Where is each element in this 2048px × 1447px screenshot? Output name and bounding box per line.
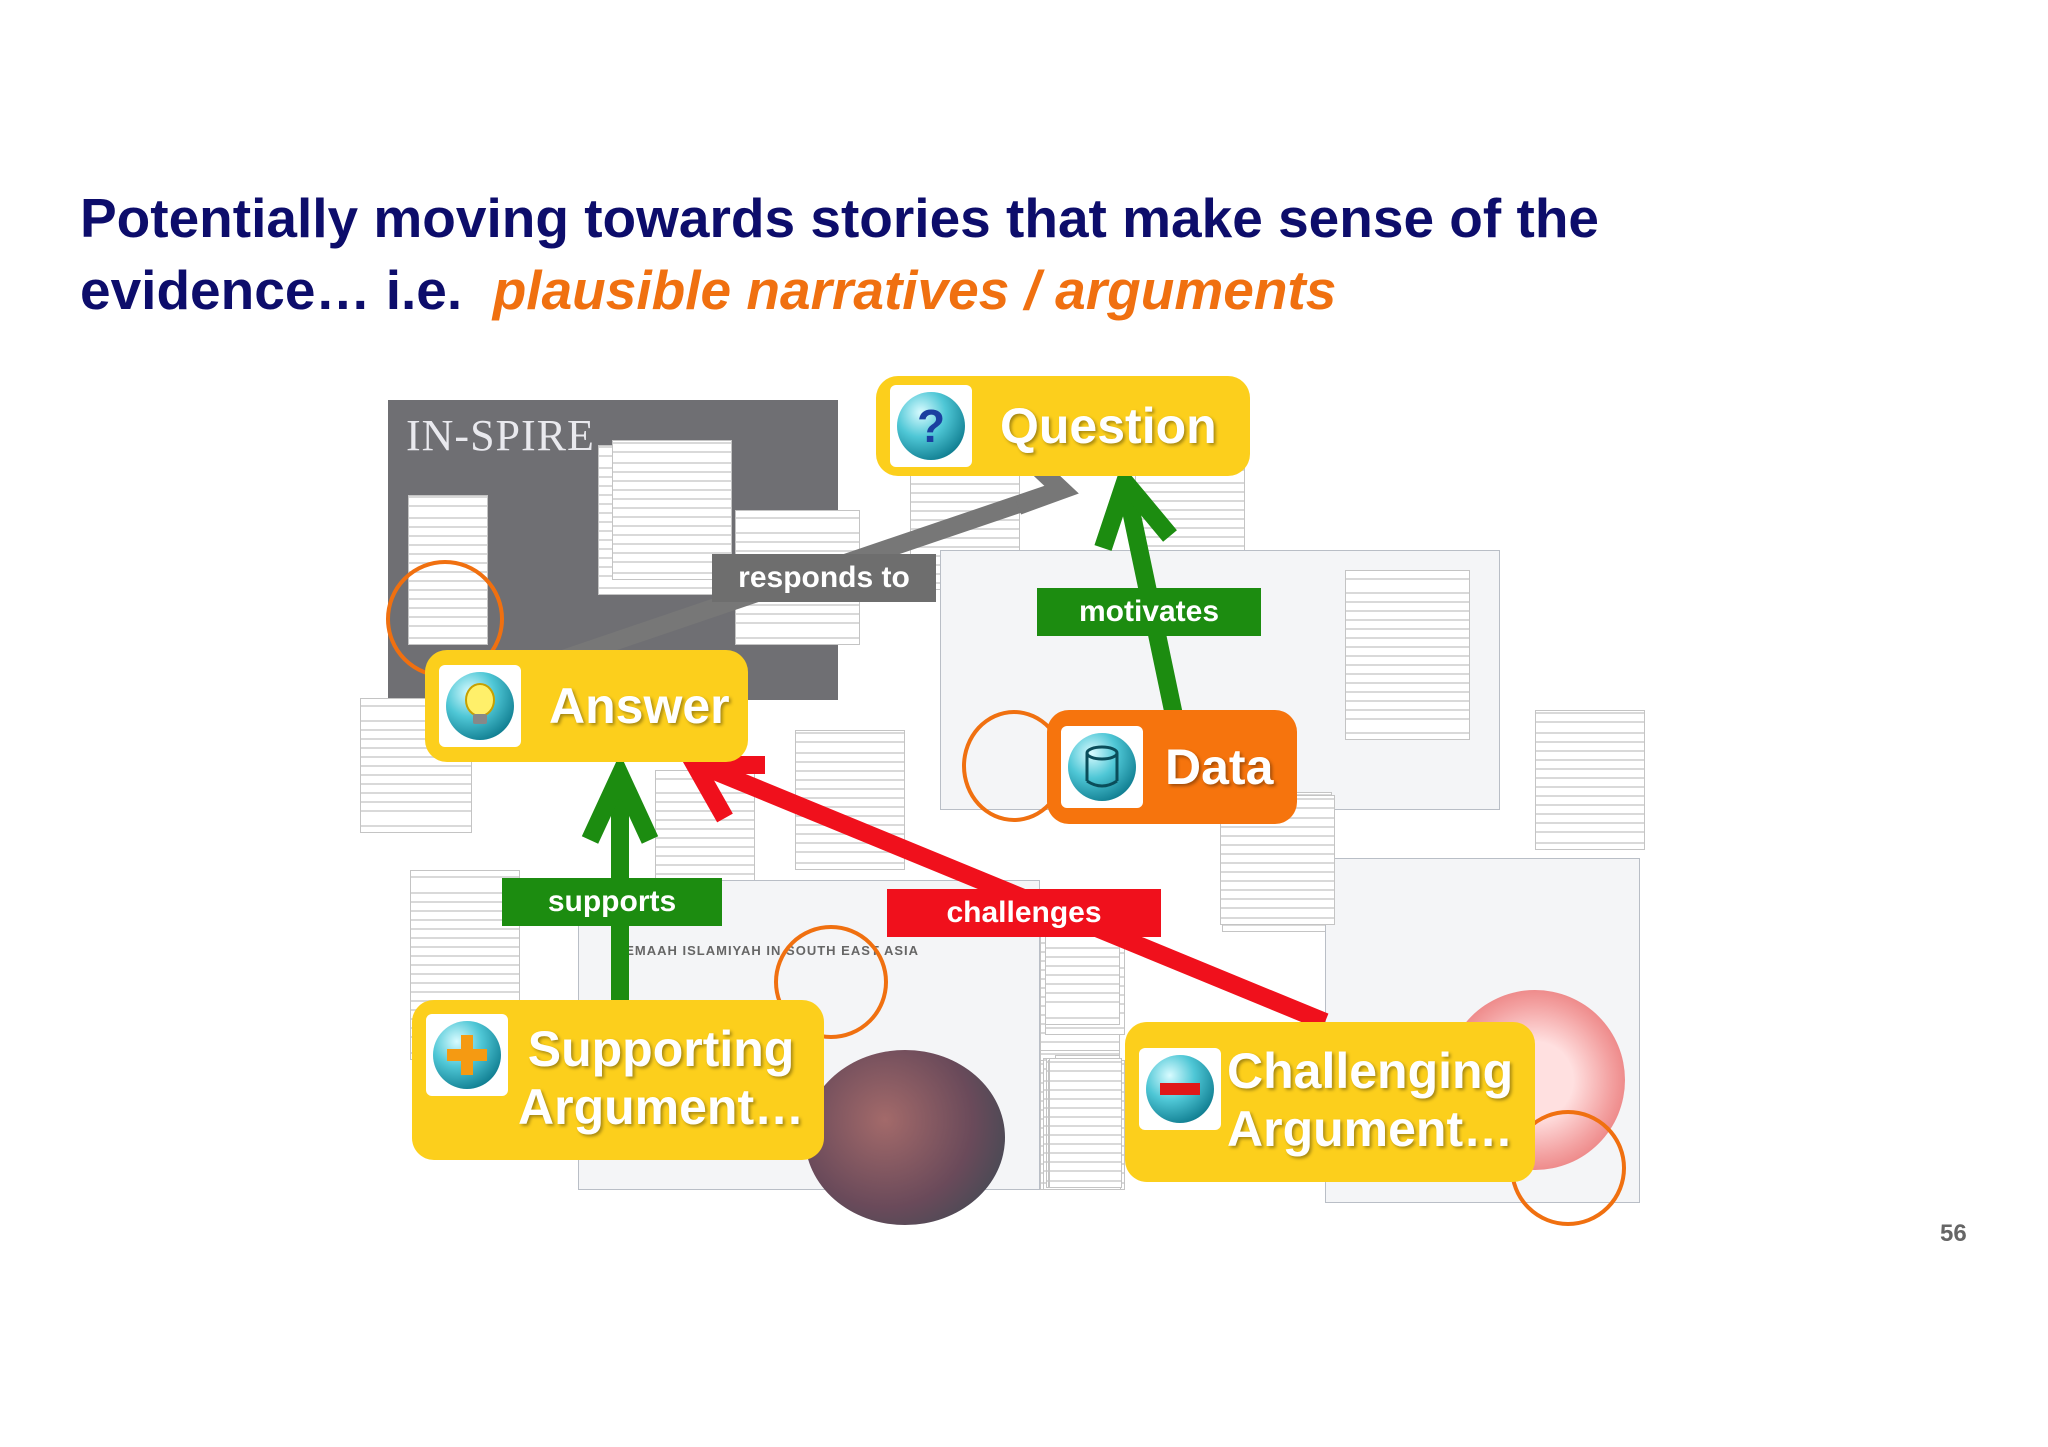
title-line-2-prefix: evidence… i.e. bbox=[80, 259, 463, 321]
highlight-ring bbox=[774, 925, 888, 1039]
data-label: Data bbox=[1165, 739, 1274, 795]
responds-to-label: responds to bbox=[712, 554, 936, 602]
answer-node: Answer bbox=[425, 650, 748, 762]
slide-title: Potentially moving towards stories that … bbox=[80, 182, 1800, 326]
motivates-label: motivates bbox=[1037, 588, 1261, 636]
doc-thumb bbox=[1345, 570, 1470, 740]
challenging-argument-node: Challenging Argument… bbox=[1125, 1022, 1535, 1182]
title-line-1: Potentially moving towards stories that … bbox=[80, 187, 1599, 249]
supporting-argument-node: Supporting Argument… bbox=[412, 1000, 824, 1160]
challenging-line-2: Argument… bbox=[1227, 1101, 1514, 1157]
title-highlight: plausible narratives / arguments bbox=[492, 259, 1337, 321]
answer-icon-frame bbox=[439, 665, 521, 747]
supports-label: supports bbox=[502, 878, 722, 926]
doc-thumb bbox=[1045, 925, 1120, 1025]
question-node: ? Question bbox=[876, 376, 1250, 476]
supporting-icon-frame bbox=[426, 1014, 508, 1096]
svg-text:?: ? bbox=[917, 400, 945, 452]
answer-label: Answer bbox=[549, 678, 730, 734]
database-icon bbox=[1068, 733, 1136, 801]
doc-thumb bbox=[1535, 710, 1645, 850]
challenging-line-1: Challenging bbox=[1227, 1043, 1514, 1099]
supporting-line-2: Argument… bbox=[518, 1079, 805, 1135]
doc-thumb bbox=[1049, 1058, 1122, 1188]
challenging-label: Challenging Argument… bbox=[1227, 1042, 1513, 1158]
question-mark-icon: ? bbox=[897, 392, 965, 460]
question-label: Question bbox=[1000, 398, 1217, 454]
supporting-line-1: Supporting bbox=[527, 1021, 795, 1077]
supporting-label: Supporting Argument… bbox=[518, 1020, 804, 1136]
question-icon-frame: ? bbox=[890, 385, 972, 467]
inspire-label: IN-SPIRE bbox=[406, 411, 595, 460]
lightbulb-icon bbox=[446, 672, 514, 740]
minus-icon bbox=[1146, 1055, 1214, 1123]
data-icon-frame bbox=[1061, 726, 1143, 808]
challenges-label: challenges bbox=[887, 889, 1161, 937]
globe-image bbox=[805, 1050, 1005, 1225]
data-node: Data bbox=[1047, 710, 1297, 824]
challenging-icon-frame bbox=[1139, 1048, 1221, 1130]
plus-icon bbox=[433, 1021, 501, 1089]
page-number: 56 bbox=[1940, 1220, 1967, 1247]
